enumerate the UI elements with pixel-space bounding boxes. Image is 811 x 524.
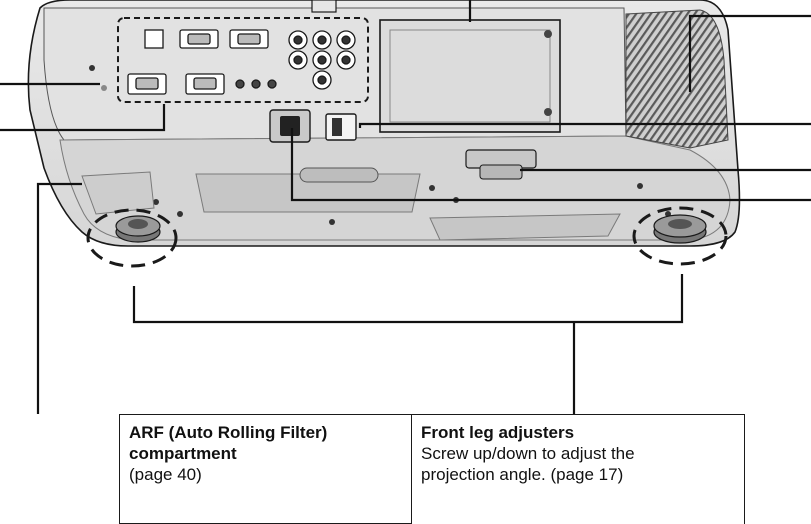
bottom-vent-2 (429, 213, 621, 241)
connector-panel-outline (117, 17, 369, 103)
jack-1 (235, 79, 245, 89)
leader-legs-bracket (132, 274, 684, 324)
arf-callout-title-line1: ARF (Auto Rolling Filter) (129, 423, 328, 442)
lamp-cover (379, 19, 561, 133)
jack-3 (267, 79, 277, 89)
front-legs-callout-box: Front leg adjusters Screw up/down to adj… (411, 414, 745, 524)
leader-right-3 (290, 128, 811, 202)
jack-2 (251, 79, 261, 89)
arf-callout-body: (page 40) (129, 465, 202, 484)
front-legs-callout-title: Front leg adjusters (421, 423, 575, 442)
front-leg-left (115, 215, 161, 243)
front-legs-callout-body-line1: Screw up/down to adjust the (421, 444, 635, 463)
leader-left-lower (0, 104, 166, 132)
small-port (144, 29, 164, 49)
handle-recess (299, 167, 379, 183)
connector-group (127, 29, 356, 95)
arf-callout-box: ARF (Auto Rolling Filter) compartment (p… (119, 414, 431, 524)
indicator-dot-1 (89, 65, 95, 71)
side-grille (625, 9, 729, 149)
leader-right-top (688, 14, 811, 92)
leader-right-1 (358, 122, 811, 128)
bottom-screws (153, 183, 671, 225)
leader-lines (0, 0, 811, 414)
arf-callout-title-line2: compartment (129, 444, 237, 463)
leader-arf (36, 182, 82, 414)
arf-compartment (81, 171, 155, 215)
front-leg-right (653, 214, 707, 244)
indicator-dot-2 (101, 85, 107, 91)
front-leg-right-highlight (632, 206, 728, 266)
lamp-cover-screw-2 (544, 108, 552, 116)
top-tab (311, 0, 337, 13)
front-legs-callout-body-line2: projection angle. (page 17) (421, 465, 624, 484)
front-leg-left-highlight (86, 208, 178, 268)
lamp-cover-screw-1 (544, 30, 552, 38)
